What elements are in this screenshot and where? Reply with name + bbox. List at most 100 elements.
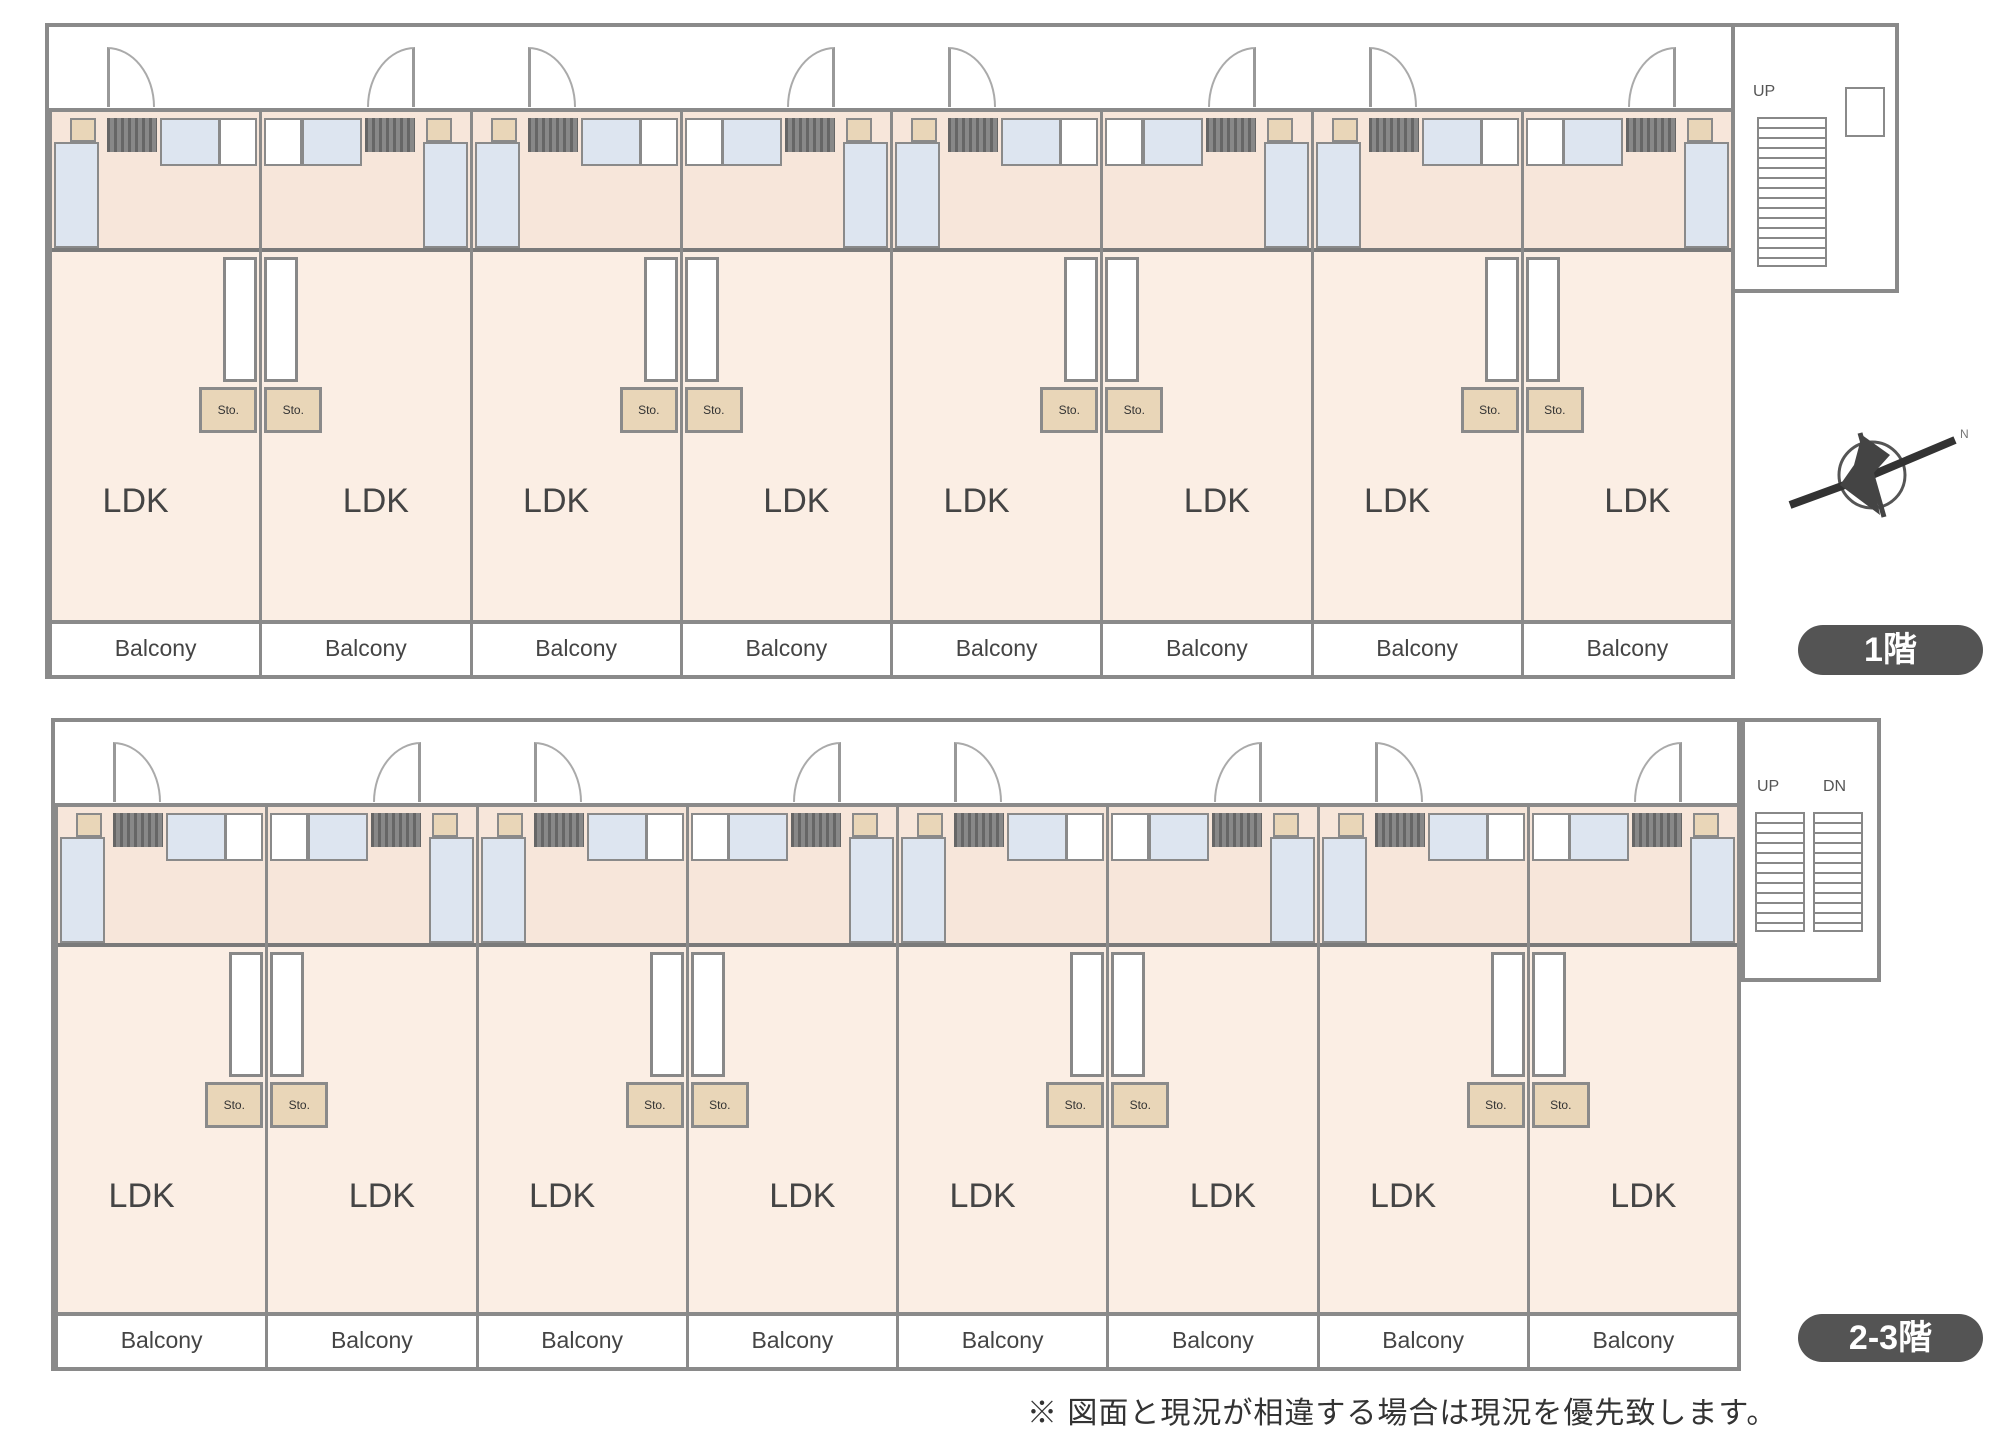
kitchen-counter — [948, 118, 998, 152]
stairwell-2-3f: UP DN — [1741, 718, 1881, 982]
kitchen — [1484, 257, 1519, 382]
washbasin — [645, 813, 684, 861]
ldk-label: LDK — [348, 1177, 415, 1215]
floor-badge-2-3f: 2-3階 — [1798, 1314, 1983, 1362]
unit: Sto. LDK Balcony — [49, 47, 260, 675]
unit: Sto. LDK Balcony — [890, 47, 1101, 675]
kitchen-counter — [1205, 118, 1256, 152]
storage: Sto. — [1111, 1082, 1170, 1128]
kitchen-counter — [370, 813, 421, 847]
storage: Sto. — [1046, 1082, 1105, 1128]
kitchen-counter — [527, 118, 578, 152]
unit: Sto. LDK Balcony — [685, 742, 896, 1367]
kitchen — [270, 952, 305, 1077]
unit: Sto. LDK Balcony — [469, 47, 680, 675]
kitchen — [1064, 257, 1099, 382]
kitchen-counter — [791, 813, 841, 847]
ldk-label: LDK — [1604, 482, 1671, 520]
kitchen-counter — [785, 118, 835, 152]
storage: Sto. — [690, 1082, 749, 1128]
kitchen-counter — [113, 813, 163, 847]
unit: Sto. LDK Balcony — [1520, 47, 1731, 675]
kitchen — [1105, 257, 1140, 382]
corridor — [55, 722, 1737, 807]
storage: Sto. — [1460, 387, 1519, 433]
stair-label-up: UP — [1753, 83, 1776, 100]
bathroom — [166, 813, 226, 861]
stair-label-up: UP — [1757, 778, 1780, 795]
shoe-box — [852, 813, 878, 837]
floor-badge-1f: 1階 — [1798, 625, 1983, 675]
unit: Sto. LDK Balcony — [1106, 742, 1317, 1367]
balcony: Balcony — [52, 620, 260, 675]
balcony: Balcony — [478, 1312, 686, 1367]
ldk-label: LDK — [1189, 1177, 1256, 1215]
storage: Sto. — [1105, 387, 1164, 433]
shoe-box — [1272, 813, 1299, 837]
kitchen-counter — [1632, 813, 1682, 847]
storage: Sto. — [270, 1082, 329, 1128]
balcony: Balcony — [688, 1312, 896, 1367]
storage: Sto. — [1525, 387, 1584, 433]
toilet — [60, 837, 105, 943]
storage: Sto. — [199, 387, 258, 433]
washbasin — [690, 813, 729, 861]
bathroom — [1421, 118, 1482, 166]
shoe-box — [1687, 118, 1713, 142]
kitchen — [684, 257, 719, 382]
toilet — [428, 837, 474, 943]
washbasin — [1105, 118, 1144, 166]
toilet — [480, 837, 526, 943]
balcony: Balcony — [58, 1312, 266, 1367]
bathroom — [307, 813, 368, 861]
kitchen — [1531, 952, 1566, 1077]
kitchen — [1525, 257, 1560, 382]
unit: Sto. LDK Balcony — [679, 47, 890, 675]
washbasin — [1525, 118, 1564, 166]
shoe-box — [1693, 813, 1719, 837]
storage: Sto. — [619, 387, 678, 433]
bathroom — [586, 813, 647, 861]
washbasin — [1060, 118, 1099, 166]
kitchen-counter — [1626, 118, 1676, 152]
shoe-box — [76, 813, 102, 837]
washbasin — [639, 118, 678, 166]
toilet — [901, 837, 946, 943]
unit: Sto. LDK Balcony — [896, 742, 1107, 1367]
toilet — [843, 142, 888, 248]
kitchen — [690, 952, 725, 1077]
floor-plan-2-3f: Sto. LDK Balcony Sto. LDK Balcony Sto. L… — [51, 718, 1741, 1371]
shoe-box — [425, 118, 452, 142]
stair-label-dn: DN — [1823, 778, 1847, 795]
unit: Sto. LDK Balcony — [475, 742, 686, 1367]
balcony: Balcony — [1313, 620, 1521, 675]
balcony: Balcony — [1103, 620, 1311, 675]
kitchen — [1070, 952, 1105, 1077]
disclaimer-note: ※ 図面と現況が相違する場合は現況を優先致します。 — [1027, 1397, 1778, 1430]
storage: Sto. — [205, 1082, 264, 1128]
shoe-box — [1337, 813, 1364, 837]
shoe-box — [1331, 118, 1358, 142]
bathroom — [1001, 118, 1061, 166]
stair-steps-up — [1755, 812, 1805, 932]
ldk-label: LDK — [949, 1177, 1016, 1215]
ldk-label: LDK — [1370, 1177, 1437, 1215]
bathroom — [1563, 118, 1623, 166]
storage: Sto. — [625, 1082, 684, 1128]
compass-icon — [1788, 432, 1957, 518]
washbasin — [264, 118, 303, 166]
kitchen-counter — [954, 813, 1004, 847]
washbasin — [1066, 813, 1105, 861]
ldk-label: LDK — [1610, 1177, 1677, 1215]
storage: Sto. — [1466, 1082, 1525, 1128]
bathroom — [728, 813, 788, 861]
balcony: Balcony — [1529, 1312, 1737, 1367]
bathroom — [1148, 813, 1209, 861]
storage: Sto. — [264, 387, 323, 433]
kitchen — [649, 952, 684, 1077]
bathroom — [301, 118, 362, 166]
unit: Sto. LDK Balcony — [1526, 742, 1737, 1367]
balcony: Balcony — [899, 1312, 1107, 1367]
stair-landing — [1845, 87, 1885, 137]
stair-steps — [1757, 117, 1827, 267]
